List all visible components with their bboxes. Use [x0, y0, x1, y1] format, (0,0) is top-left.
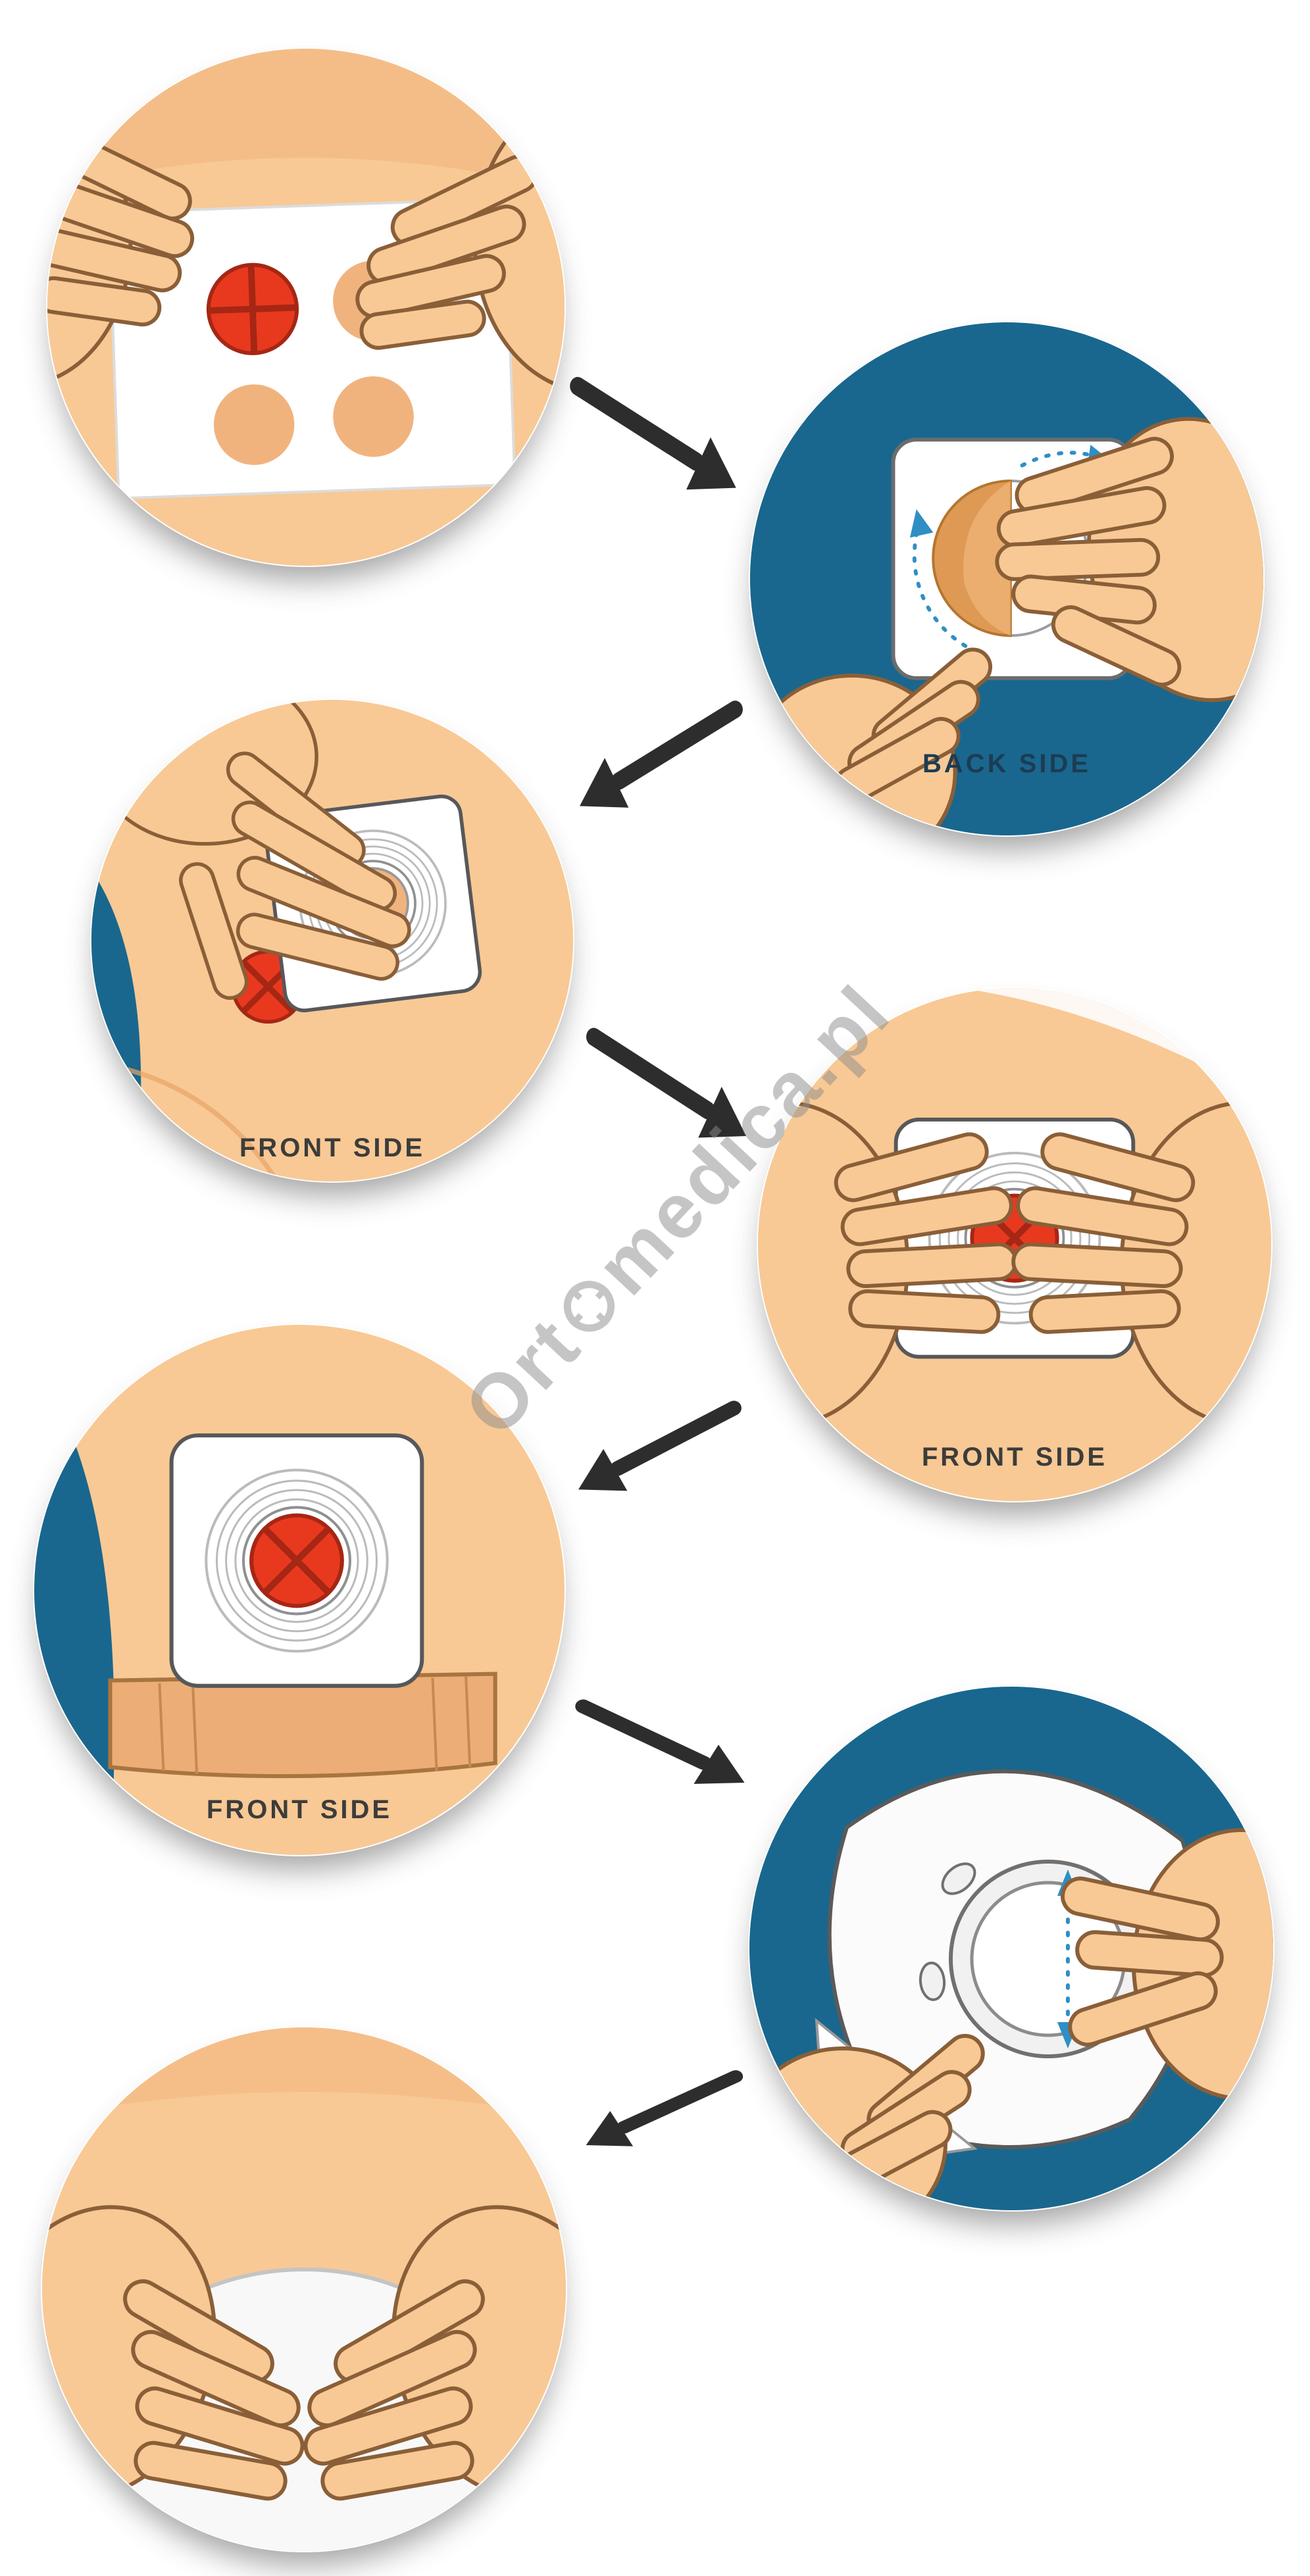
step-2-illustration [749, 322, 1264, 836]
step-2-label: BACK SIDE [922, 749, 1092, 778]
step-4-label: FRONT SIDE [921, 1443, 1108, 1472]
step-3-label: FRONT SIDE [239, 1133, 426, 1162]
baseplate-front [169, 1433, 424, 1688]
left-hand [42, 2205, 305, 2501]
arrow-step3-to-step4 [582, 1016, 753, 1145]
step-3-illustration [91, 699, 574, 1182]
right-hand [1061, 1828, 1273, 2100]
step-5-baseplate-with-belt: FRONT SIDE [33, 1324, 566, 1856]
step-2-peel-backing: BACK SIDE [749, 321, 1265, 837]
step-7-illustration [42, 2027, 566, 2551]
template-hole [333, 376, 414, 457]
arrow-step1-to-step2 [566, 365, 743, 497]
right-hand [303, 2205, 566, 2501]
step-5-label: FRONT SIDE [206, 1795, 393, 1824]
step-1-illustration [47, 48, 565, 566]
arrow-step2-to-step3 [572, 689, 747, 814]
step-3-align-baseplate: FRONT SIDE [90, 699, 574, 1183]
step-5-illustration [34, 1325, 565, 1855]
watermark-o-icon [563, 1281, 615, 1332]
peel-direction-arrow [1020, 451, 1102, 468]
right-hand [1011, 1101, 1272, 1427]
step-6-illustration [749, 1687, 1273, 2210]
step-6-attach-pouch [748, 1685, 1274, 2212]
arrow-step6-to-step7 [579, 2062, 747, 2151]
step-7-press-pouch [41, 2026, 567, 2552]
step-1-cut-template [46, 47, 566, 567]
holding-hand [91, 699, 411, 1000]
arrow-step5-to-step6 [571, 1691, 752, 1789]
ostomy-belt [108, 1672, 497, 1779]
template-hole [213, 384, 295, 465]
arrow-step4-to-step5 [571, 1391, 745, 1497]
watermark: Ortmedica.pl [447, 968, 909, 1453]
